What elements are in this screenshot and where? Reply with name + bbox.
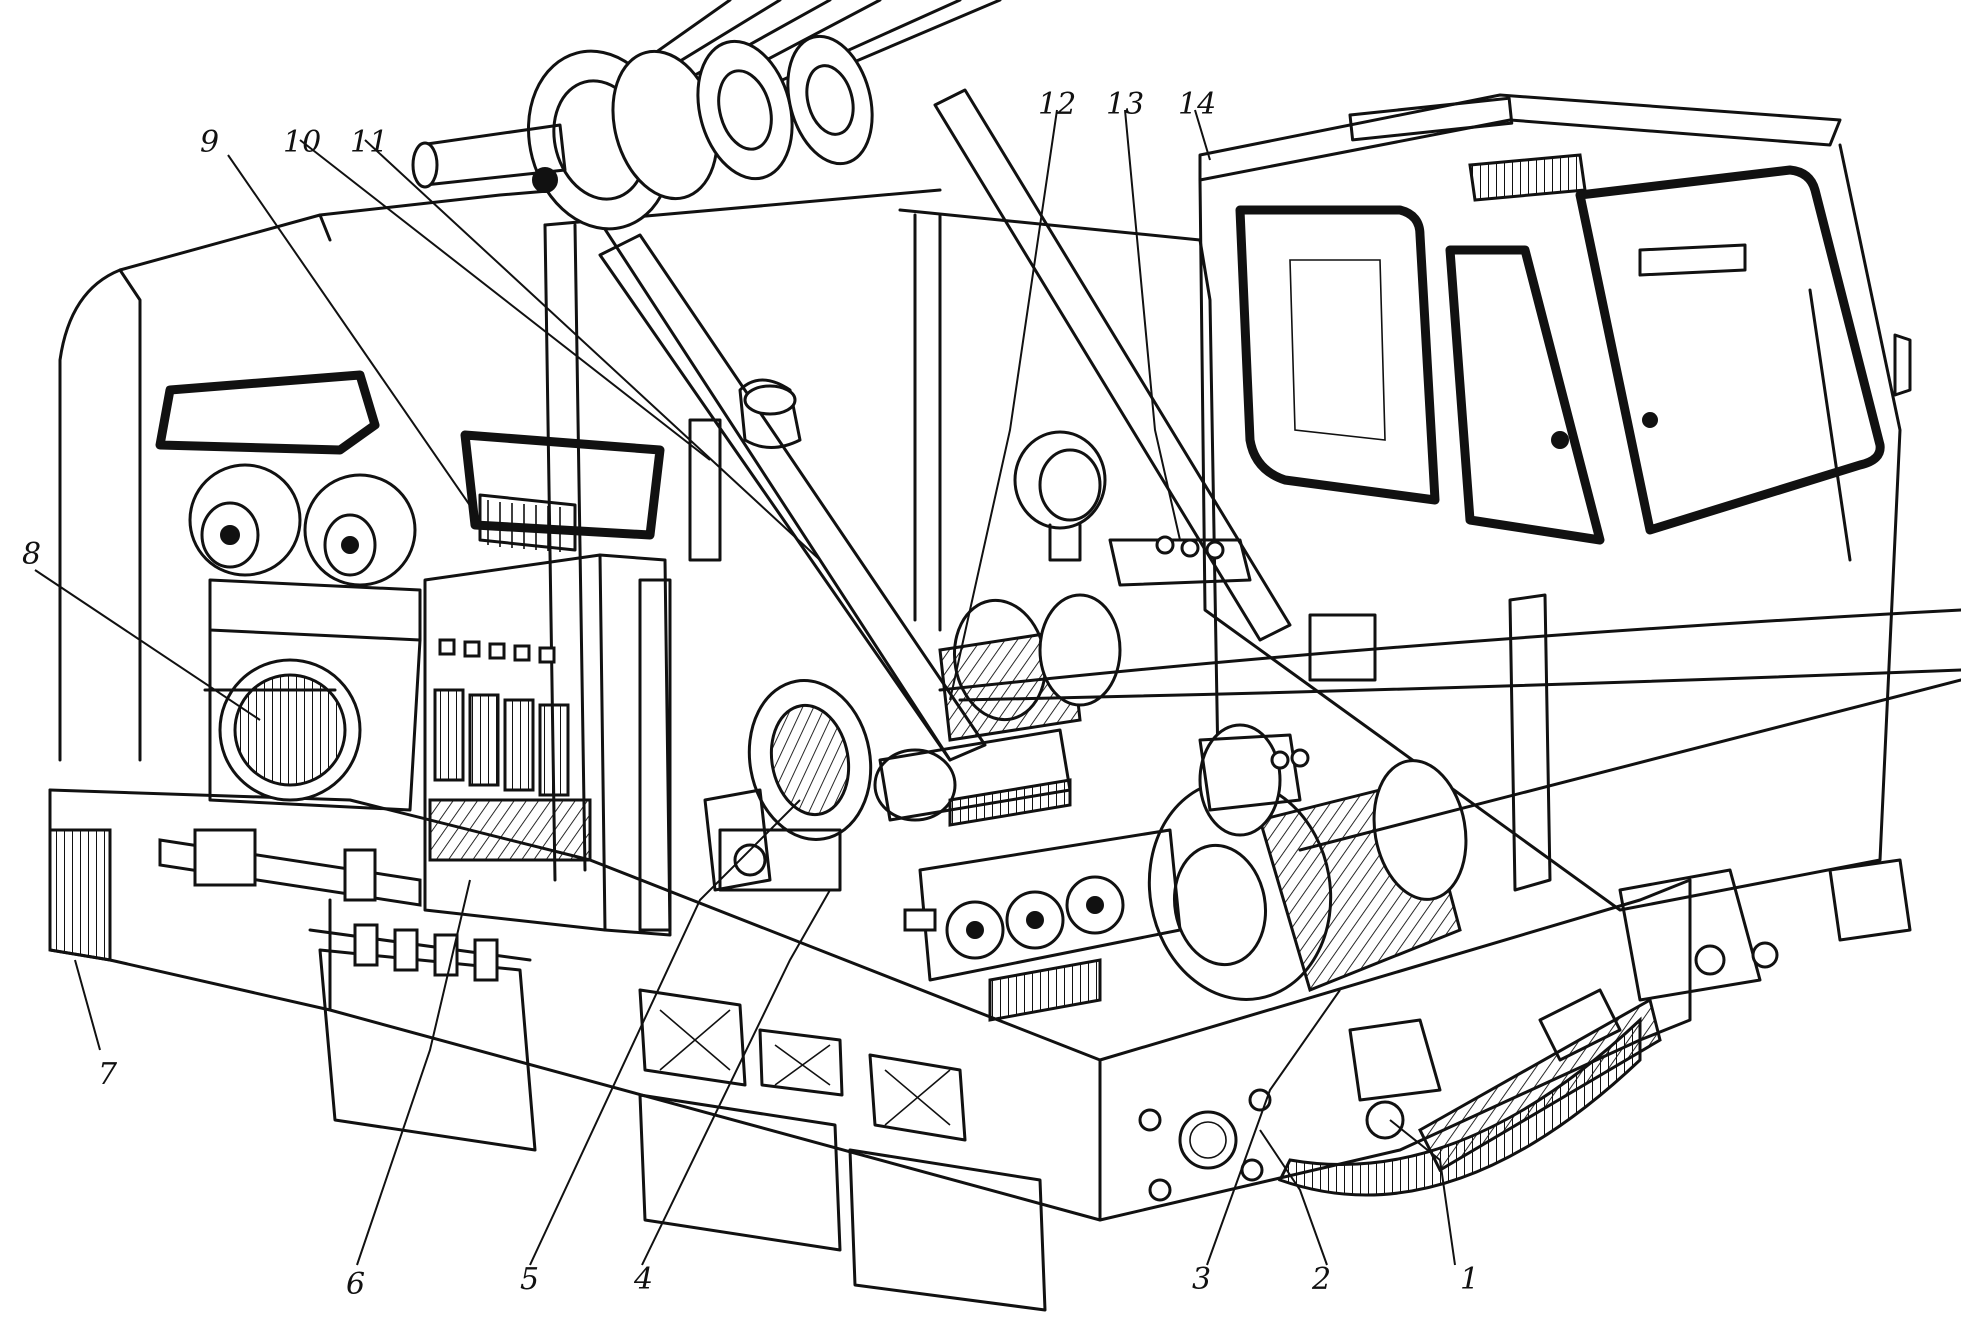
callout-label: 3 <box>1192 1262 1212 1297</box>
callout-label: 8 <box>22 537 42 572</box>
callout-label: 11 <box>350 125 389 160</box>
electric-motors <box>155 370 422 812</box>
gearbox <box>903 828 1182 1022</box>
callout-label: 4 <box>634 1262 654 1297</box>
operator-cabin <box>1198 93 1912 912</box>
callout-label: 6 <box>346 1267 366 1302</box>
callout-label: 14 <box>1178 87 1217 122</box>
winch-drums <box>747 593 1468 1001</box>
hydraulic-unit <box>688 378 1252 587</box>
sheave-block <box>411 34 874 231</box>
callout-label: 2 <box>1312 1262 1332 1297</box>
drive-shaft <box>158 828 422 907</box>
callout-label: 10 <box>283 125 322 160</box>
callout-label: 5 <box>520 1262 540 1297</box>
hoist-ropes <box>938 608 1961 852</box>
rear-hitch <box>1348 858 1912 1140</box>
brake-unit <box>703 728 1072 892</box>
callout-label: 13 <box>1106 87 1145 122</box>
callout-leaders <box>34 109 1456 1266</box>
callout-label: 1 <box>1460 1262 1480 1297</box>
callout-label: 12 <box>1038 87 1077 122</box>
callout-label: 7 <box>98 1057 118 1092</box>
callout-label: 9 <box>200 125 220 160</box>
control-panel <box>423 430 672 937</box>
slewing-ring <box>1277 997 1662 1197</box>
side-access-doors <box>308 923 1047 1312</box>
